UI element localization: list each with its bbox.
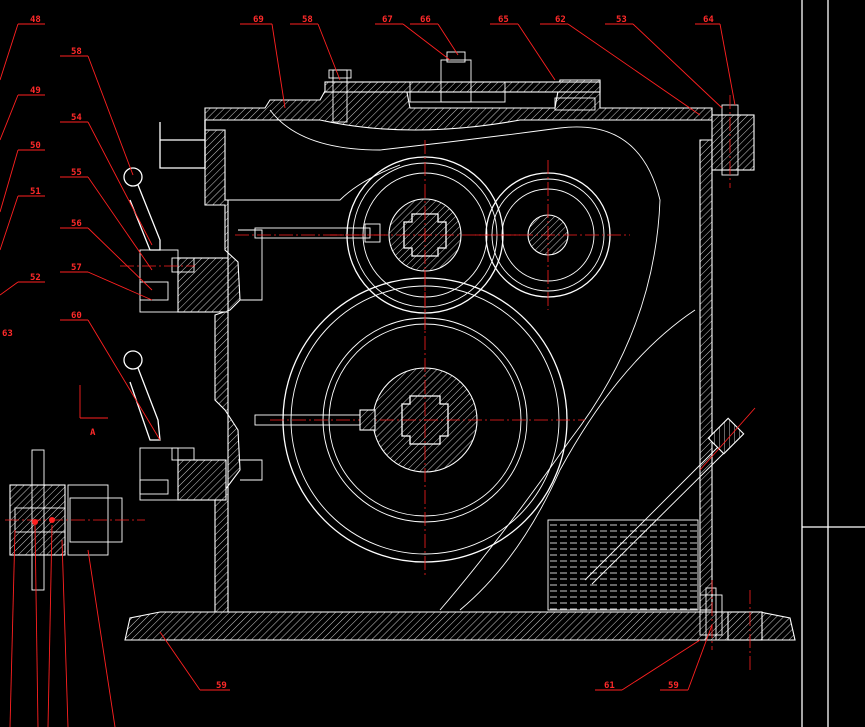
view-label: A	[90, 428, 96, 438]
upper-gear-right	[475, 160, 630, 310]
flange-bolt-upper	[711, 95, 755, 188]
part-label-66: 66	[420, 15, 431, 25]
part-label-69: 69	[253, 15, 264, 25]
part-label-59-right: 59	[668, 681, 679, 691]
part-label-59-left: 59	[216, 681, 227, 691]
part-label-61: 61	[604, 681, 615, 691]
part-label-67: 67	[382, 15, 393, 25]
part-label-53: 53	[616, 15, 627, 25]
part-label-56: 56	[71, 219, 82, 229]
title-block-frame	[801, 0, 865, 727]
part-label-58-left: 58	[71, 47, 82, 57]
part-label-54: 54	[71, 113, 82, 123]
oil-sump	[547, 519, 699, 611]
leader-lines	[0, 23, 736, 727]
part-label-62: 62	[555, 15, 566, 25]
part-label-64: 64	[703, 15, 714, 25]
shift-rods	[235, 223, 385, 481]
shift-handle-upper	[120, 167, 229, 313]
oil-dipstick	[584, 407, 756, 585]
part-label-51: 51	[30, 187, 41, 197]
part-label-65: 65	[498, 15, 509, 25]
part-label-55: 55	[71, 168, 82, 178]
part-label-58-top: 58	[302, 15, 313, 25]
part-label-48: 48	[30, 15, 41, 25]
part-label-49: 49	[30, 86, 41, 96]
part-label-60: 60	[71, 311, 82, 321]
part-label-50: 50	[30, 141, 41, 151]
lower-large-gear	[270, 270, 585, 575]
shift-handle-lower	[123, 350, 227, 501]
flange-bolt-lower	[699, 580, 763, 670]
part-label-52: 52	[30, 273, 41, 283]
part-labels: 48 49 50 51 52 53 54 55 56 57 58 58 59 5…	[2, 15, 714, 691]
view-direction-marker: A	[79, 385, 108, 438]
top-cover-assembly	[324, 51, 601, 123]
part-label-57: 57	[71, 263, 82, 273]
part-label-63: 63	[2, 329, 13, 339]
detail-view-a	[5, 449, 145, 591]
